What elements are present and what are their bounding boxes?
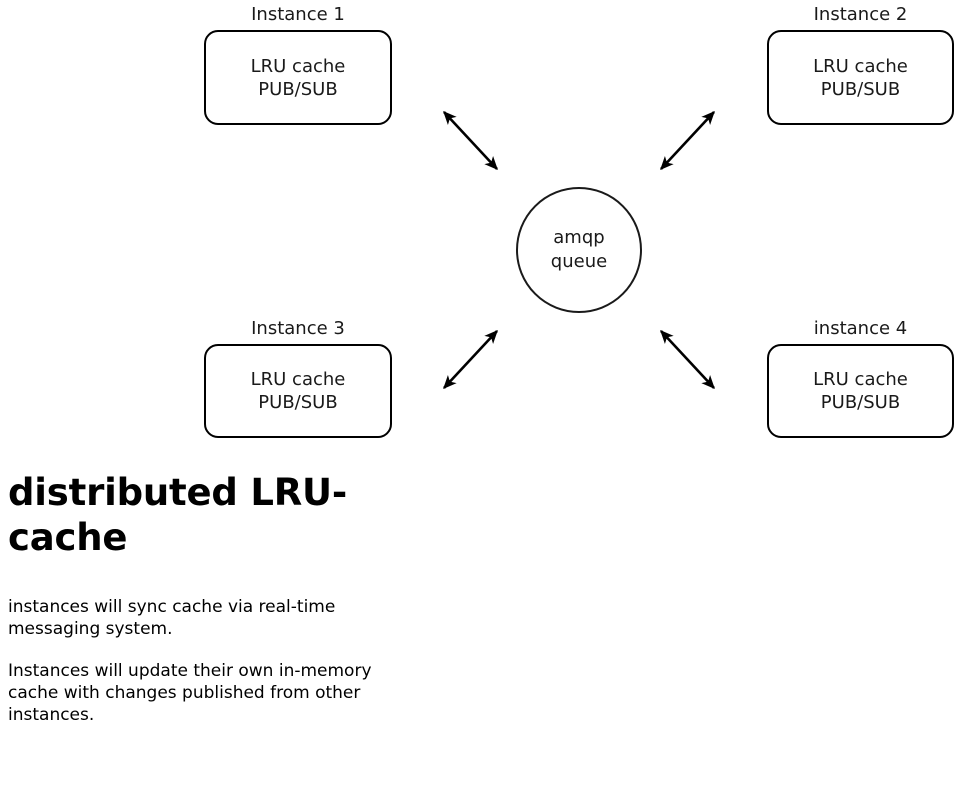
node-label-instance-4: instance 4 (813, 318, 908, 339)
node-text-lru-cache: LRU cache (250, 369, 346, 390)
node-amqp-queue: amqp queue (516, 187, 642, 313)
queue-text-amqp: amqp (553, 227, 605, 248)
node-label-instance-2: Instance 2 (813, 4, 908, 25)
arrow-instance-4 (660, 330, 715, 389)
node-text-lru-cache: LRU cache (250, 55, 346, 77)
node-instance-4: instance 4 LRU cache PUB/SUB (767, 318, 954, 438)
node-instance-2: Instance 2 LRU cache PUB/SUB (767, 4, 954, 125)
arrow-instance-2 (660, 111, 715, 170)
node-box-instance-2: LRU cache PUB/SUB (767, 30, 954, 125)
page-title: distributed LRU-cache (8, 471, 348, 559)
node-text-lru-cache: LRU cache (813, 55, 908, 77)
node-text-lru-cache: LRU cache (813, 369, 908, 390)
node-text-pub-sub: PUB/SUB (258, 78, 338, 100)
node-text-pub-sub: PUB/SUB (820, 392, 901, 413)
node-label-instance-3: Instance 3 (251, 318, 345, 339)
description-block: distributed LRU-cache instances will syn… (8, 470, 398, 726)
node-label-instance-1: Instance 1 (251, 4, 345, 25)
description-paragraph-1: instances will sync cache via real-time … (8, 597, 336, 639)
arrow-instance-3 (443, 330, 498, 389)
description-paragraph-2: Instances will update their own in-memor… (8, 661, 372, 725)
node-box-instance-4: LRU cache PUB/SUB (767, 344, 954, 438)
queue-text-queue: queue (550, 251, 608, 272)
arrow-instance-1 (443, 111, 498, 170)
node-text-pub-sub: PUB/SUB (258, 392, 338, 413)
node-box-instance-3: LRU cache PUB/SUB (204, 344, 392, 438)
node-box-instance-1: LRU cache PUB/SUB (204, 30, 392, 125)
node-instance-1: Instance 1 LRU cache PUB/SUB (204, 4, 392, 125)
node-text-pub-sub: PUB/SUB (820, 78, 901, 100)
node-instance-3: Instance 3 LRU cache PUB/SUB (204, 318, 392, 438)
